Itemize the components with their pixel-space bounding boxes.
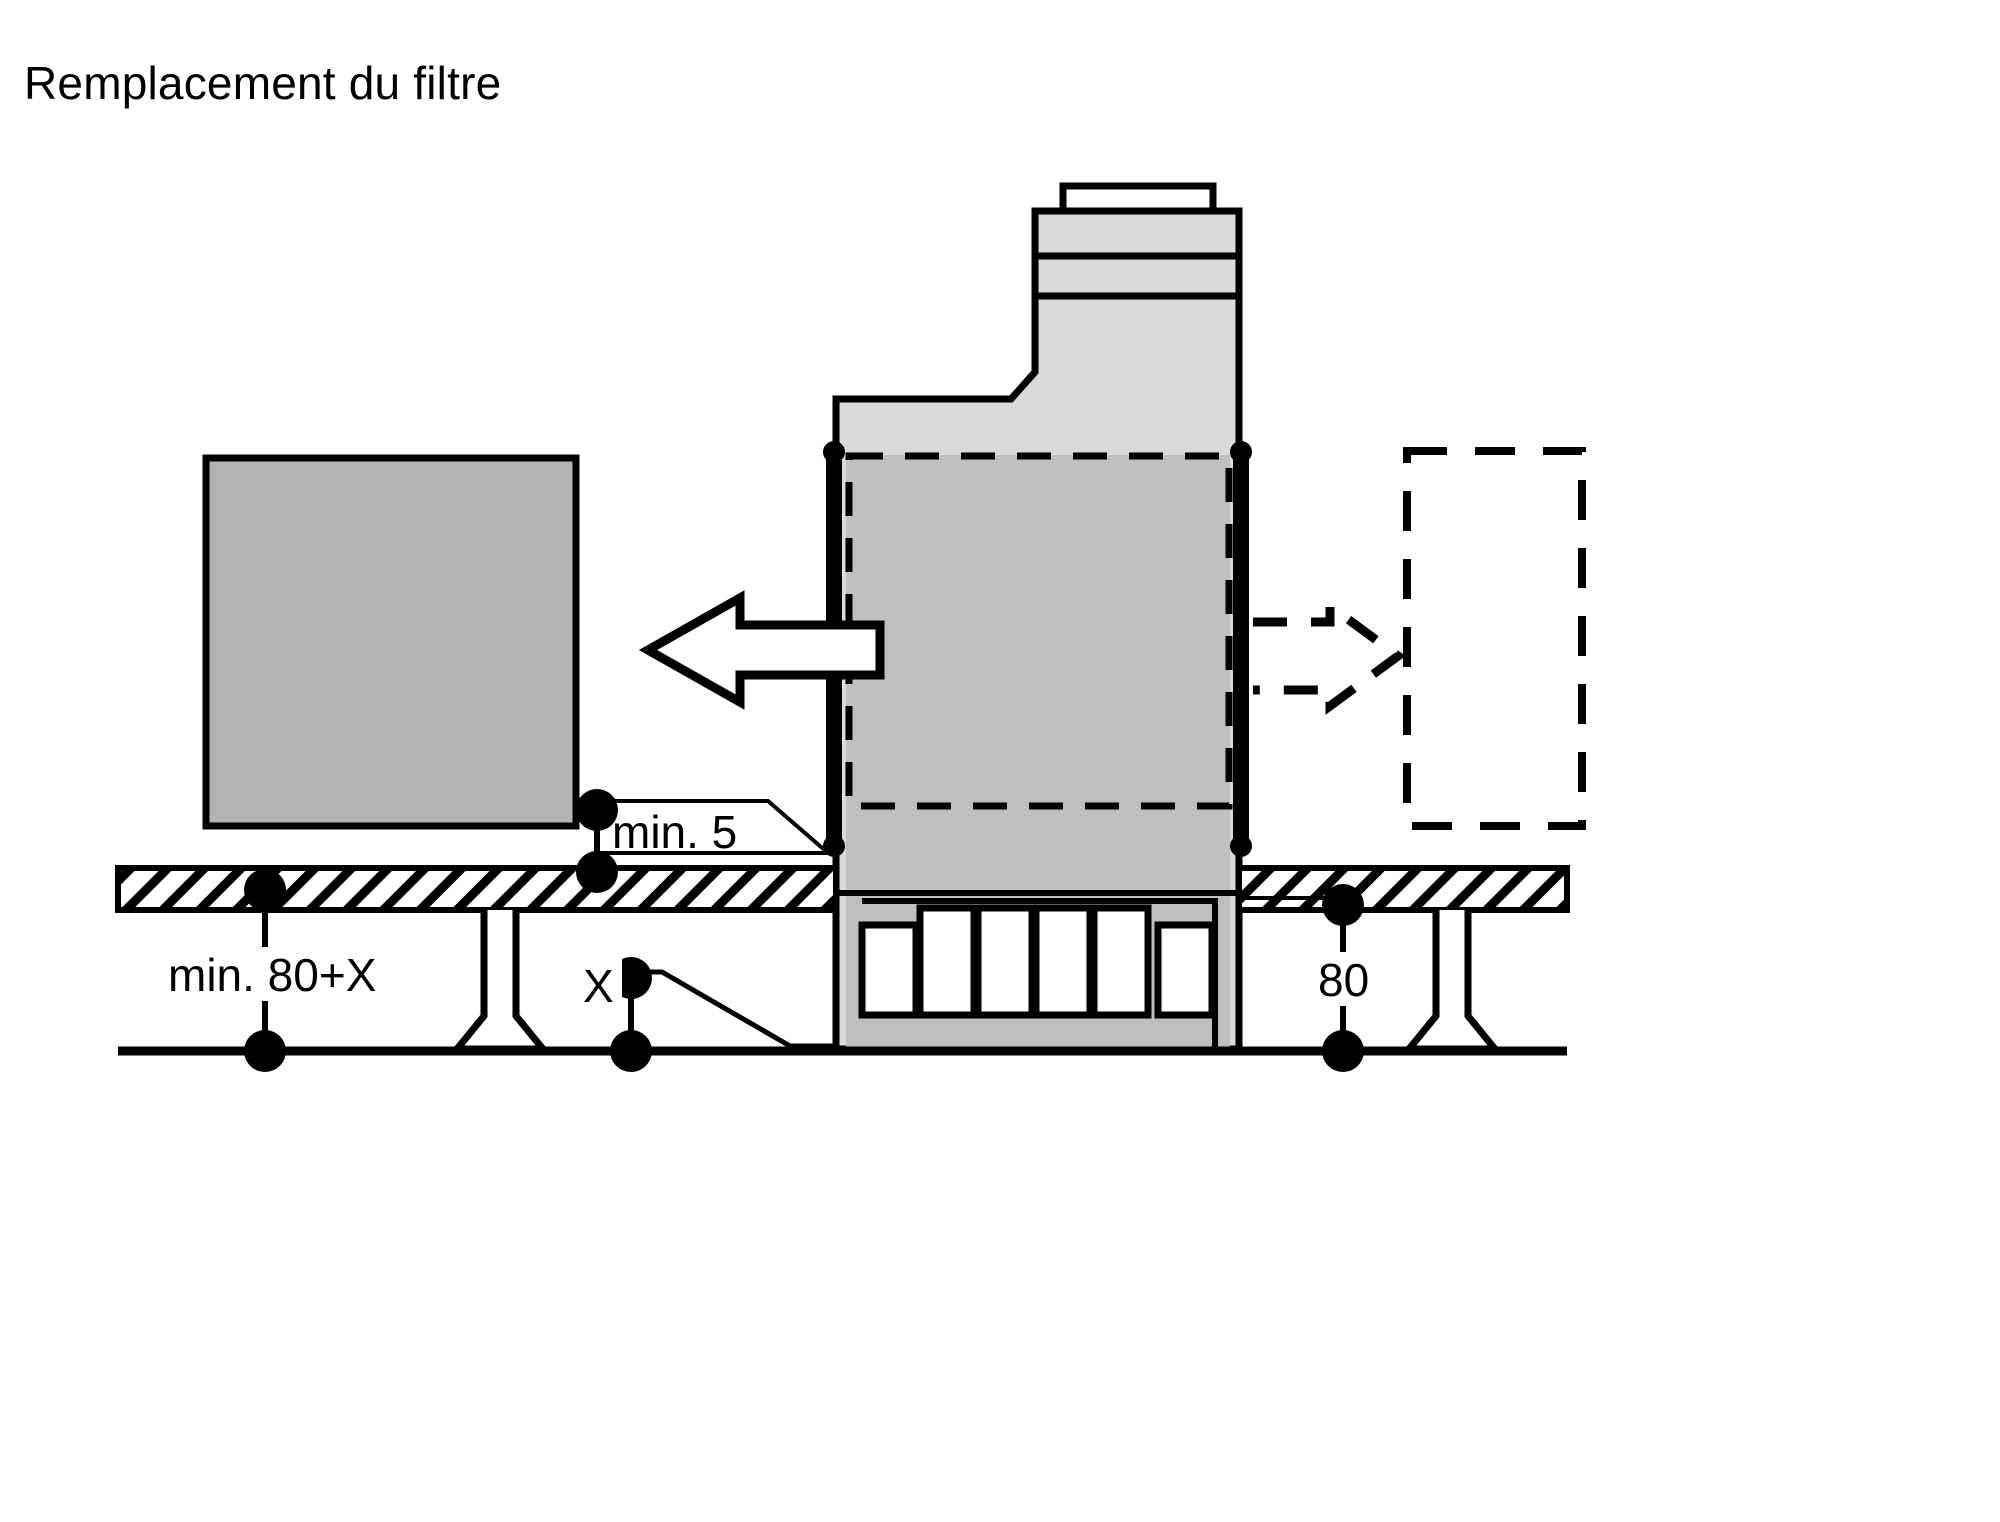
dimension-min-80-plus-x: min. 80+X [160, 869, 400, 1072]
table-leg-right-shape [1401, 910, 1503, 1053]
x-label: X [583, 960, 614, 1012]
hood-rail-right-cap-top [1230, 441, 1252, 463]
min-80x-dot-top [244, 869, 286, 911]
dimension-min-5: min. 5 [576, 789, 834, 893]
x-label-backdrop [578, 959, 622, 1013]
worktop-left-segment [115, 865, 839, 913]
dim-80-label-backdrop [1312, 952, 1386, 1006]
dim-80-dot-bottom [1322, 1030, 1364, 1072]
removed-filter-panel[interactable] [202, 454, 580, 830]
page-title: Remplacement du filtre [24, 57, 502, 109]
min-5-label: min. 5 [612, 806, 737, 858]
x-dot-bottom [610, 1030, 652, 1072]
table-leg-left [449, 910, 551, 1053]
min-5-dot-bottom [576, 851, 618, 893]
hood-slot [916, 904, 978, 1019]
hood-rail-left-cap-top [823, 441, 845, 463]
ghost-filter-rect [1403, 447, 1586, 830]
filter-pull-arrow-left [638, 590, 885, 710]
dimension-x: X [578, 957, 836, 1072]
min-5-leader [600, 799, 834, 855]
ghost-arrow-shape [1253, 597, 1406, 715]
hood-filter-dashed-outline [845, 452, 1233, 810]
min-80x-label-backdrop [160, 947, 400, 1001]
hood-slot [974, 904, 1036, 1019]
min-80x-dot-bottom [244, 1030, 286, 1072]
hood-slot [858, 921, 920, 1019]
min-80x-label: min. 80+X [168, 949, 376, 1001]
dashed-insert-arrow [1253, 597, 1406, 715]
removed-filter-body [202, 454, 580, 830]
hood-assembly [823, 182, 1252, 1053]
dim-80-label: 80 [1318, 954, 1369, 1006]
dashed-ghost-filter-outline [1403, 447, 1586, 830]
hood-slot [1032, 904, 1094, 1019]
hatched-worktop [115, 865, 1570, 913]
pull-arrow-shape [638, 590, 885, 710]
worktop-right-segment [1236, 865, 1570, 913]
dim-80-dot-top [1322, 884, 1364, 926]
x-leader [646, 969, 836, 1049]
table-leg-right [1401, 910, 1503, 1053]
hood-slot [1154, 921, 1216, 1019]
hood-slot [1090, 904, 1152, 1019]
dimension-80: 80 [1312, 884, 1386, 1072]
hood-rail-right-cap-bottom [1230, 835, 1252, 857]
table-leg-left-shape [449, 910, 551, 1053]
hood-rail-right [1233, 448, 1249, 848]
